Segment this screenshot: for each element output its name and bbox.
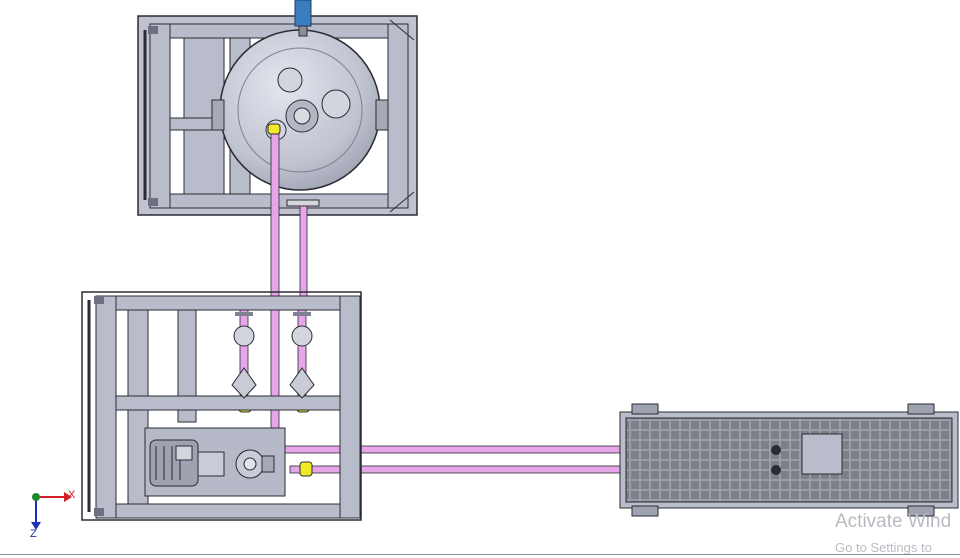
- view-triad: [31, 492, 72, 530]
- grate-icon[interactable]: [619, 403, 959, 517]
- activation-watermark-title: Activate Wind: [835, 511, 952, 532]
- viewport-bottom-border: [0, 554, 960, 555]
- activation-watermark-subtitle: Go to Settings to: [835, 540, 932, 555]
- triad-x-label: X: [68, 489, 76, 501]
- lower-frame[interactable]: [81, 291, 362, 521]
- pump-motor-icon[interactable]: [144, 427, 286, 497]
- vessel-icon[interactable]: [211, 0, 389, 191]
- triad-z-label: Z: [30, 528, 37, 540]
- valve-icon[interactable]: [231, 312, 315, 399]
